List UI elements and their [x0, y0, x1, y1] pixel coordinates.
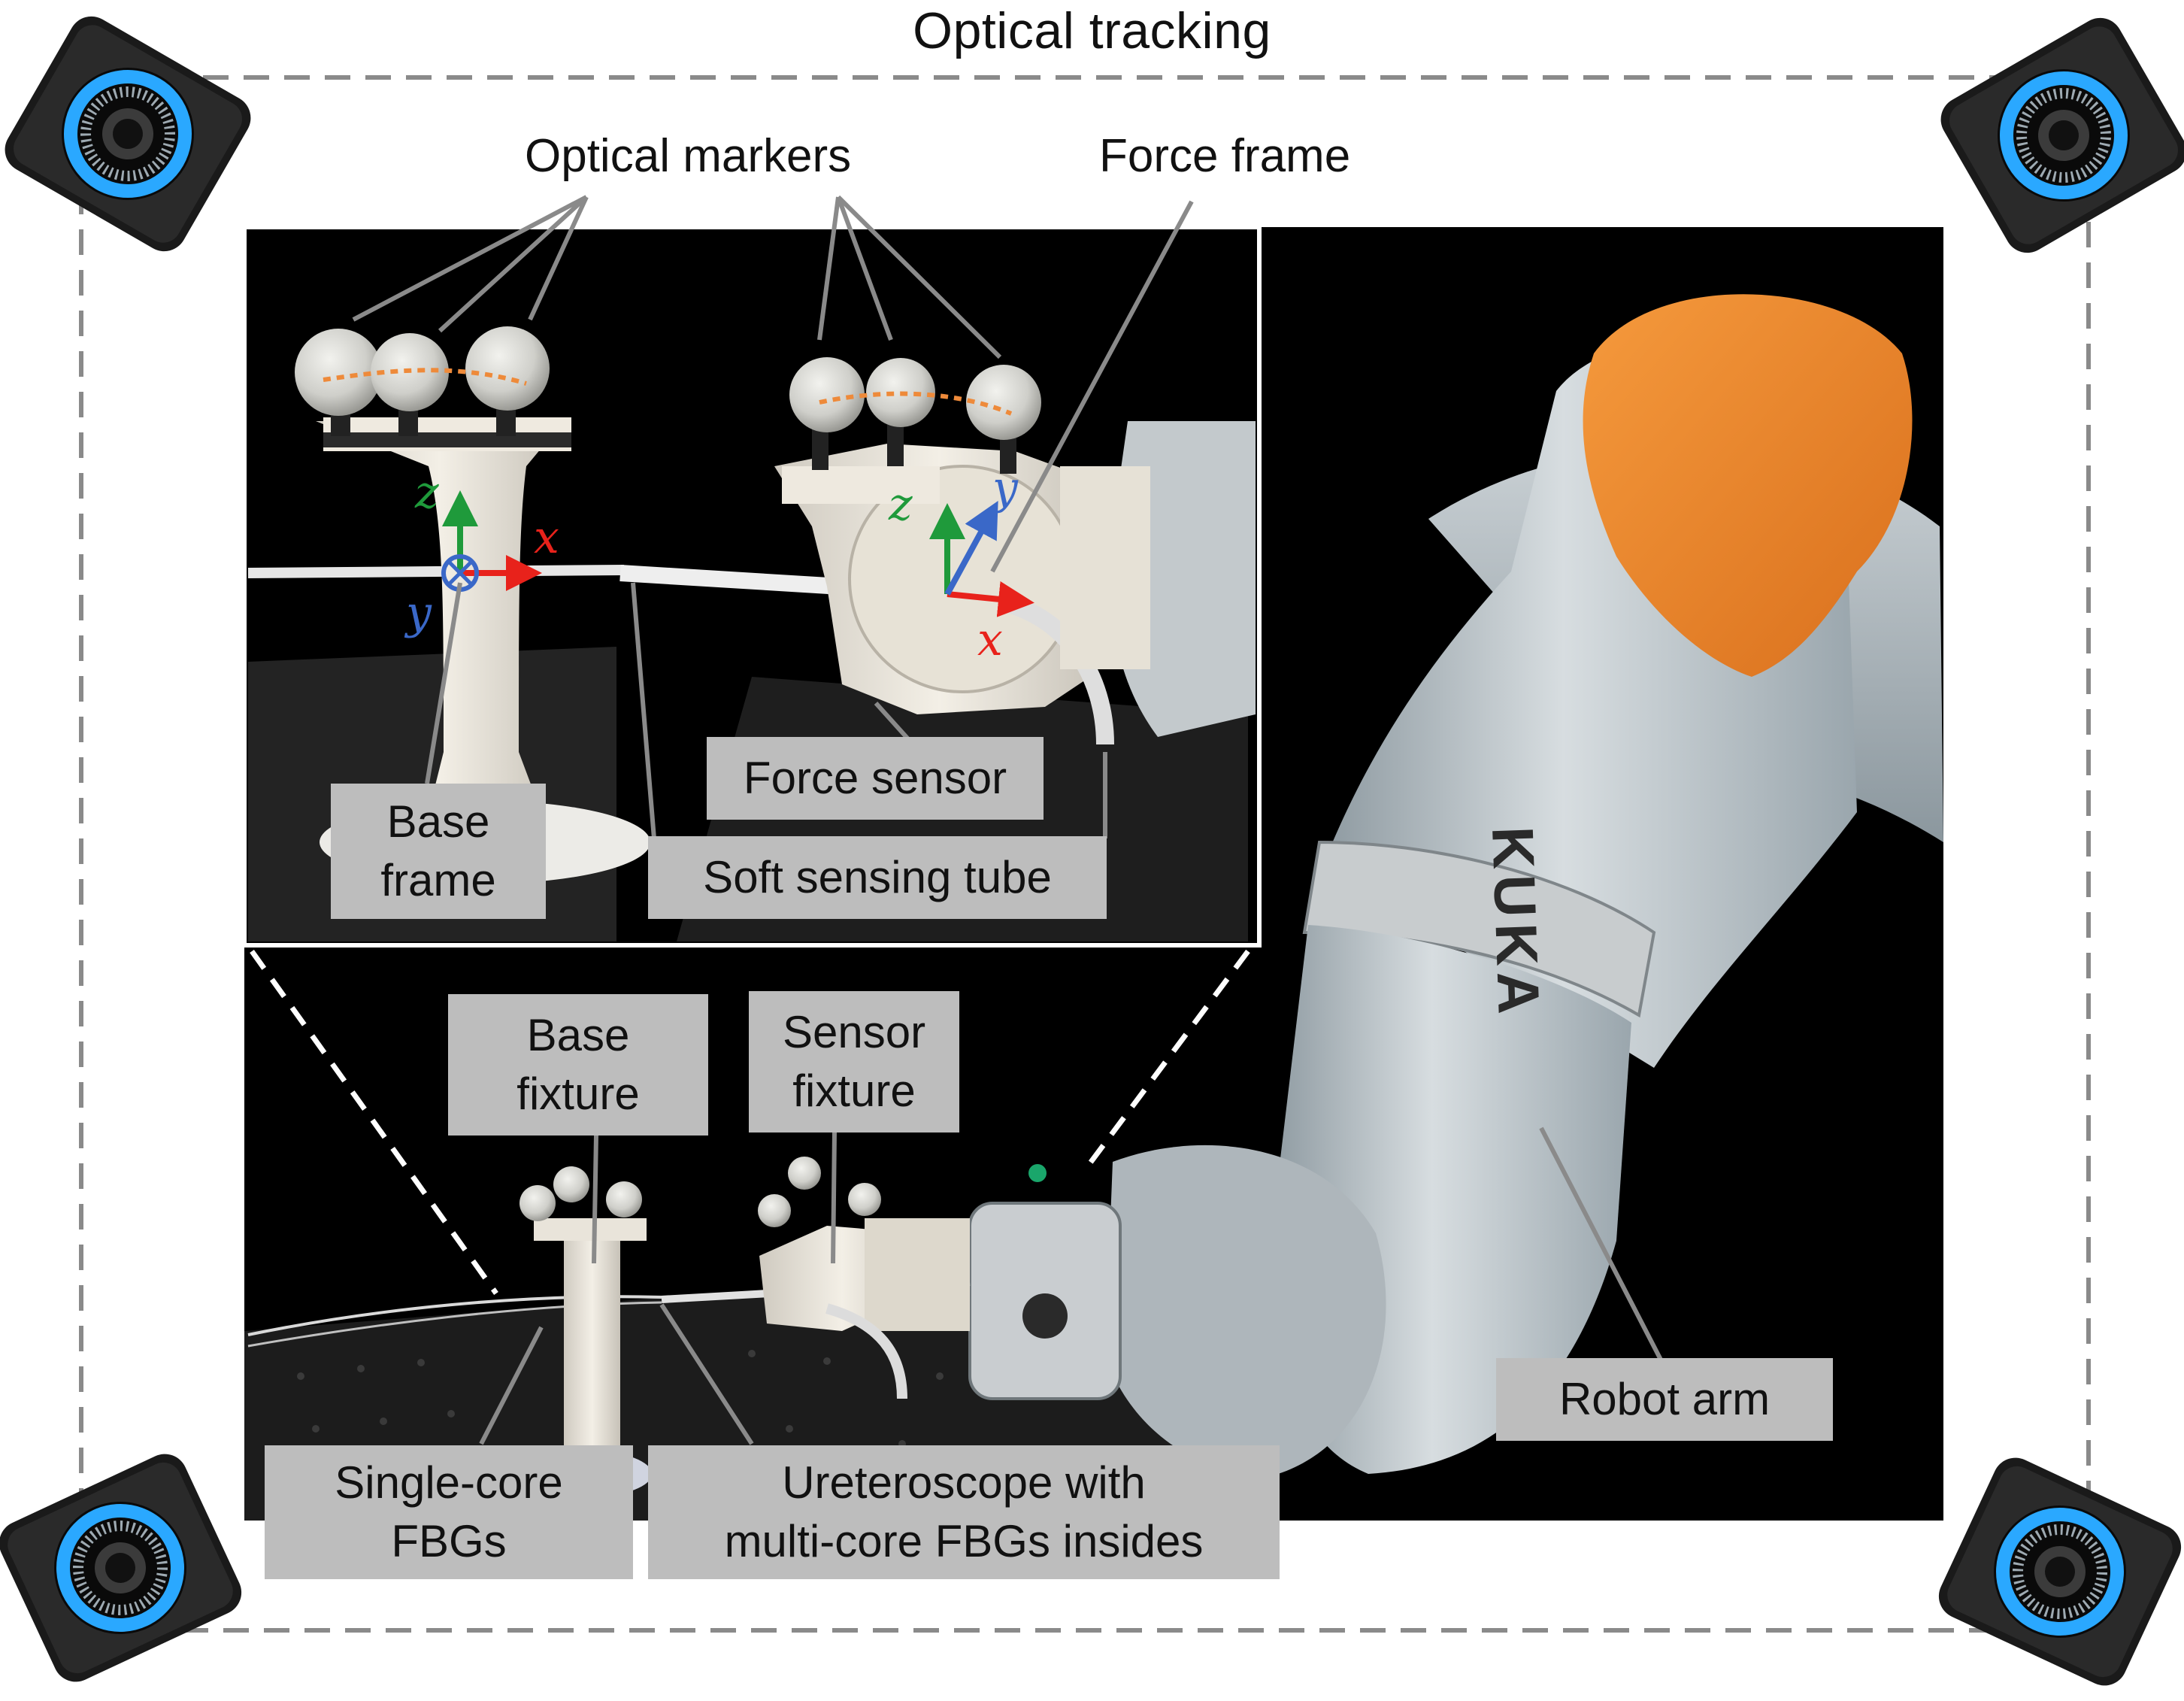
optitrack-camera — [5, 16, 251, 252]
label-soft-sensing-tube: Soft sensing tube — [648, 836, 1107, 919]
figure-title: Optical tracking — [913, 2, 1271, 59]
base-axis-z-label: z — [415, 466, 439, 519]
zoom-line-left — [250, 949, 498, 1296]
force-frame-axes — [929, 500, 1034, 617]
optical-marker-ball — [295, 329, 382, 416]
label-force-sensor: Force sensor — [707, 737, 1044, 820]
zoom-line-right — [1080, 949, 1250, 1175]
optitrack-camera — [1938, 1457, 2182, 1686]
optitrack-camera — [1940, 17, 2184, 253]
label-force-frame: Force frame — [1099, 130, 1351, 182]
leader-lines — [352, 195, 1664, 1445]
optical-marker-ball — [966, 365, 1041, 440]
base-axis-x-label: x — [534, 511, 559, 564]
force-axis-z-label: z — [889, 478, 913, 531]
label-robot-arm: Robot arm — [1496, 1358, 1833, 1441]
base-axis-y-label: y — [406, 587, 432, 639]
tracking-boundary — [79, 75, 2091, 1633]
optical-marker-ball — [465, 326, 550, 411]
robot-arm-graphic — [968, 294, 1943, 1475]
robot-orange-cap — [1583, 294, 1913, 677]
force-axis-y-label: y — [992, 462, 1018, 514]
optitrack-camera — [0, 1454, 242, 1682]
robot-kuka-text: KUKA — [1480, 826, 1552, 1021]
optical-marker-ball — [789, 357, 865, 432]
label-optical-markers: Optical markers — [525, 130, 852, 182]
force-axis-x-label: x — [977, 614, 1003, 666]
